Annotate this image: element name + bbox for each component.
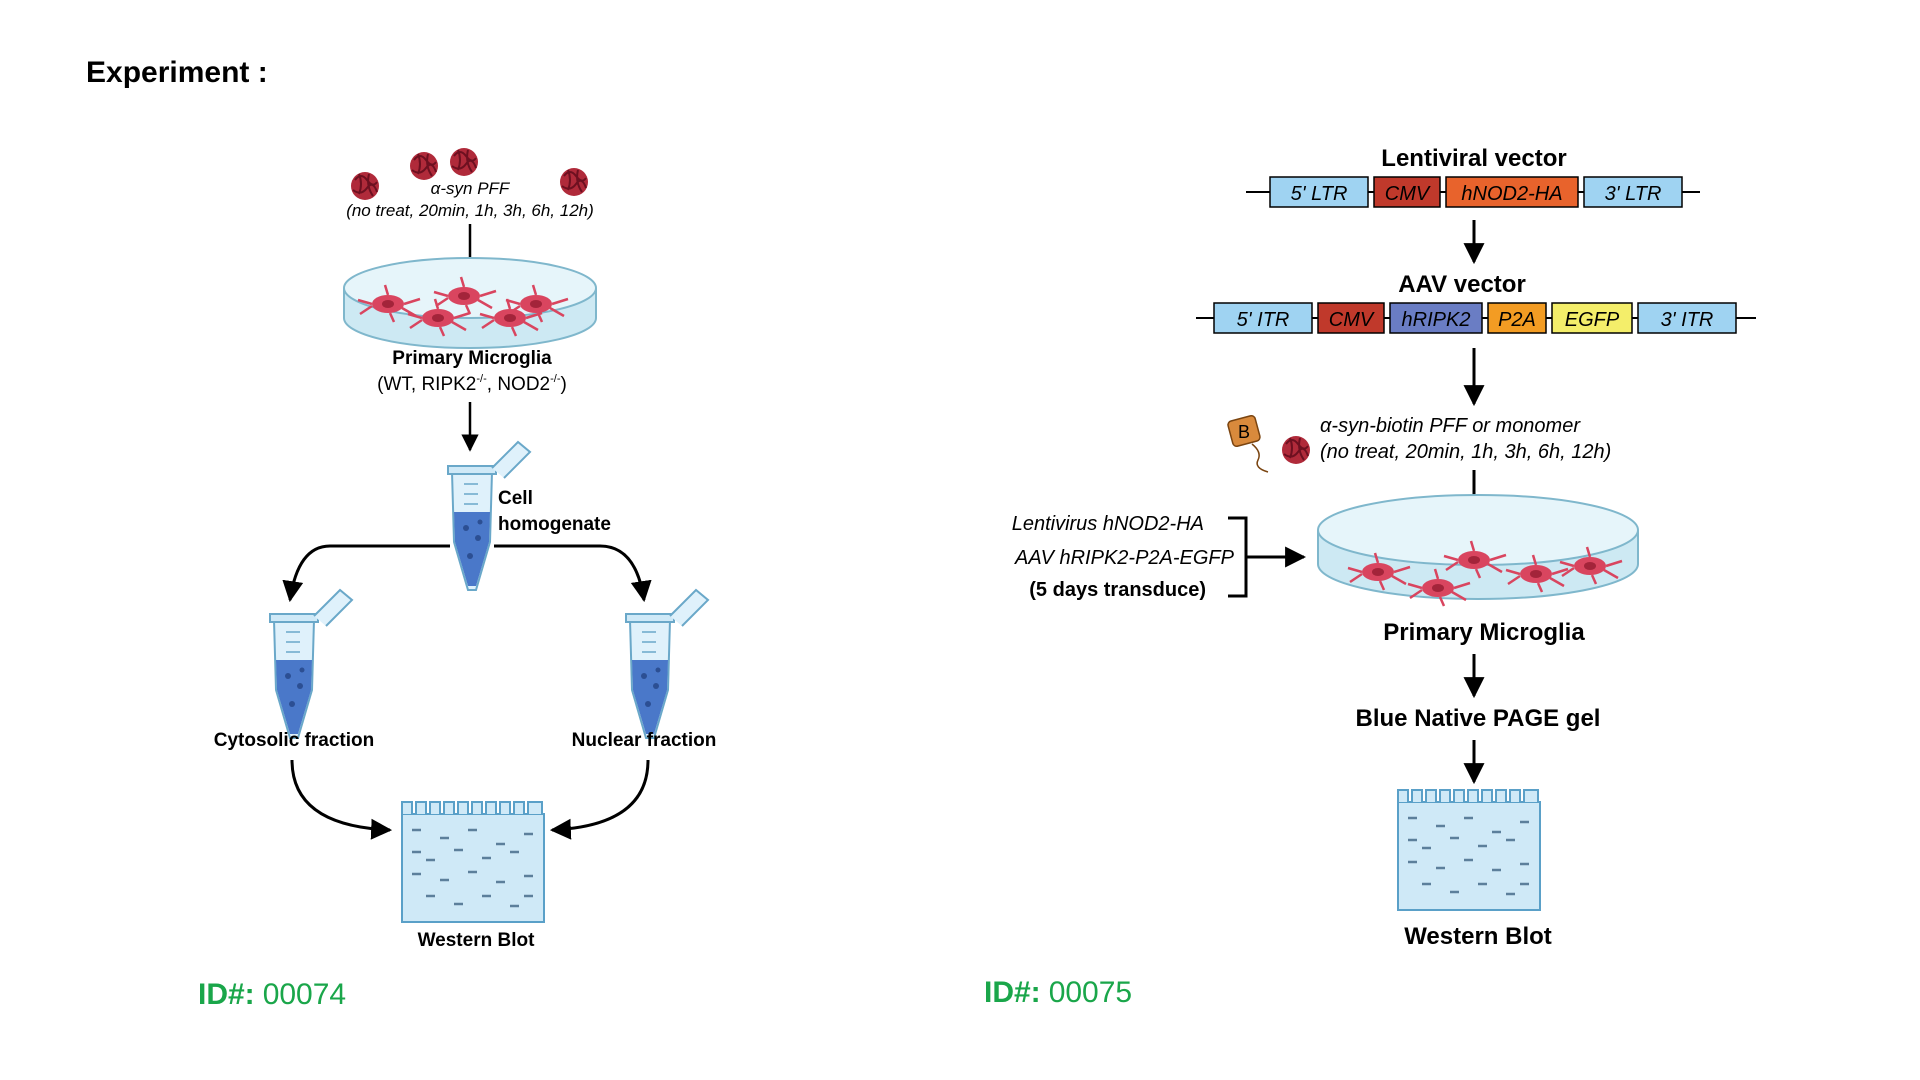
left-protocol: α-syn PFF (no treat, 20min, 1h, 3h, 6h, … bbox=[214, 147, 717, 951]
pff-aggregate-icon bbox=[559, 167, 589, 197]
left-cells-title: Primary Microglia bbox=[392, 348, 552, 369]
right-timepoints-label: (no treat, 20min, 1h, 3h, 6h, 12h) bbox=[1320, 441, 1611, 463]
aav-seg-cmv: CMV bbox=[1329, 309, 1375, 331]
right-id: ID#:00075 bbox=[984, 976, 1132, 1009]
aav-title: AAV vector bbox=[1398, 271, 1526, 298]
nuclear-tube-icon bbox=[625, 589, 709, 739]
left-western-blot-icon bbox=[400, 800, 546, 924]
lenti-seg-hnod2: hNOD2-HA bbox=[1461, 183, 1562, 205]
aav-seg-egfp: EGFP bbox=[1565, 309, 1620, 331]
right-western-blot-icon bbox=[1396, 788, 1542, 912]
lenti-seg-cmv: CMV bbox=[1385, 183, 1431, 205]
lenti-construct: 5' LTR CMV hNOD2-HA 3' LTR bbox=[1246, 176, 1700, 208]
left-reagent-label: α-syn PFF bbox=[431, 179, 511, 198]
right-readout-label: Western Blot bbox=[1404, 923, 1552, 950]
left-readout-label: Western Blot bbox=[418, 930, 536, 951]
transduce-duration: (5 days transduce) bbox=[1029, 579, 1206, 601]
right-protocol: Lentiviral vector 5' LTR CMV hNOD2-HA 3'… bbox=[1012, 145, 1756, 950]
transduce-aav: AAV hRIPK2-P2A-EGFP bbox=[1014, 547, 1235, 569]
right-cells-title: Primary Microglia bbox=[1383, 619, 1585, 646]
page-title: Experiment : bbox=[86, 56, 268, 89]
aav-seg-hripk2: hRIPK2 bbox=[1402, 309, 1471, 331]
nuclear-label: Nuclear fraction bbox=[572, 730, 717, 751]
biotin-pff-icon: B bbox=[1227, 414, 1311, 473]
right-petri-dish-icon bbox=[1317, 494, 1639, 608]
petri-dish-icon bbox=[343, 257, 597, 349]
left-id: ID#:00074 bbox=[198, 978, 346, 1011]
aav-seg-5itr: 5' ITR bbox=[1237, 309, 1290, 331]
pff-aggregate-icon bbox=[409, 151, 439, 181]
homogenate-label-2: homogenate bbox=[498, 514, 611, 535]
svg-text:B: B bbox=[1238, 422, 1250, 442]
cytosolic-label: Cytosolic fraction bbox=[214, 730, 374, 751]
left-cells-genotypes: (WT, RIPK2-/-, NOD2-/-) bbox=[377, 373, 567, 395]
left-timepoints-label: (no treat, 20min, 1h, 3h, 6h, 12h) bbox=[346, 201, 594, 220]
lenti-title: Lentiviral vector bbox=[1381, 145, 1566, 172]
aav-seg-p2a: P2A bbox=[1498, 309, 1536, 331]
cytosolic-tube-icon bbox=[269, 589, 353, 739]
aav-construct: 5' ITR CMV hRIPK2 P2A EGFP 3' ITR bbox=[1196, 302, 1756, 334]
lenti-seg-3ltr: 3' LTR bbox=[1605, 183, 1662, 205]
homogenate-label-1: Cell bbox=[498, 488, 533, 509]
aav-seg-3itr: 3' ITR bbox=[1661, 309, 1714, 331]
pff-aggregate-icon bbox=[350, 171, 380, 201]
transduce-lenti: Lentivirus hNOD2-HA bbox=[1012, 513, 1204, 535]
pff-aggregate-icon bbox=[449, 147, 479, 177]
right-reagent-label: α-syn-biotin PFF or monomer bbox=[1320, 415, 1581, 437]
gel-label: Blue Native PAGE gel bbox=[1356, 705, 1601, 732]
lenti-seg-5ltr: 5' LTR bbox=[1291, 183, 1348, 205]
